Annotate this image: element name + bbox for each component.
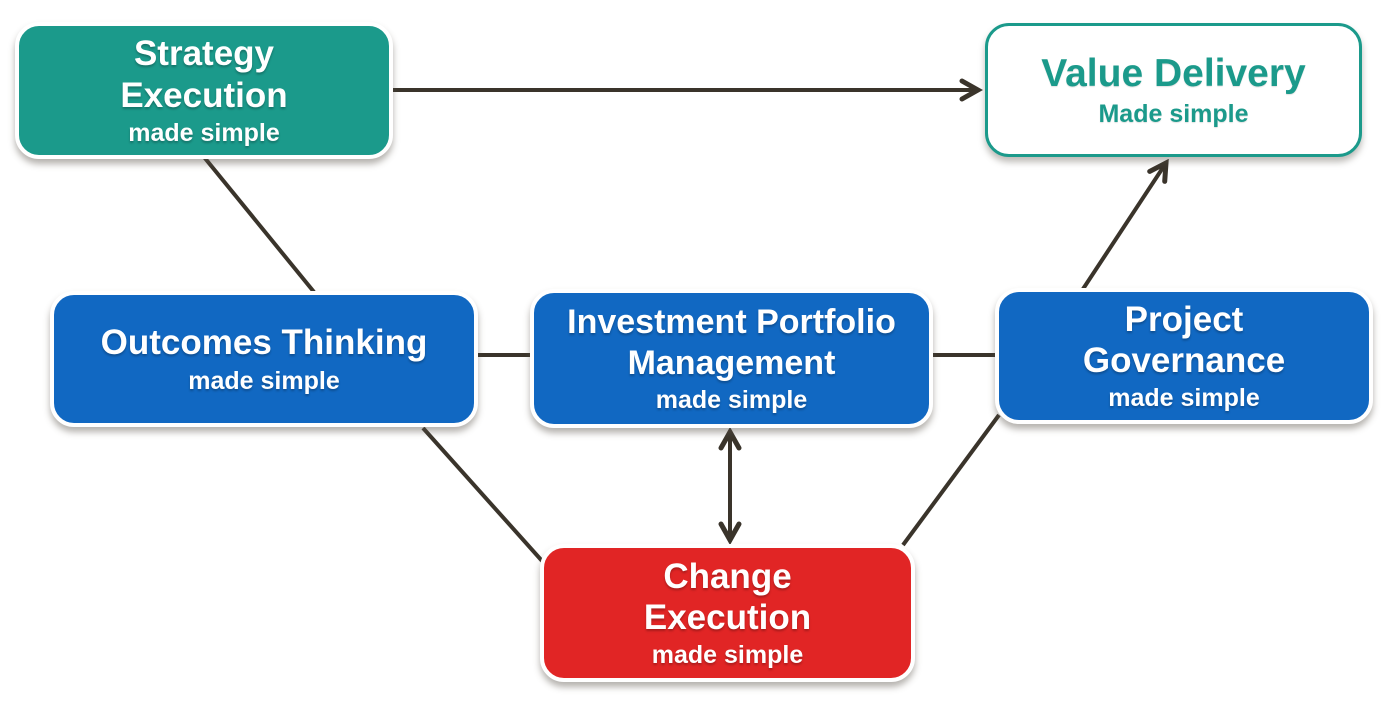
title-line-2: Execution — [643, 598, 812, 637]
node-outcomes-thinking: Outcomes Thinking made simple — [50, 291, 478, 427]
node-value-delivery: Value Delivery Made simple — [985, 23, 1362, 157]
node-title: Value Delivery — [1041, 51, 1306, 97]
edge-outcomes-to-change — [421, 426, 545, 564]
title-line-2: Execution — [120, 75, 288, 115]
edge-strategy-to-outcomes — [202, 155, 316, 294]
title-line-1: Strategy — [133, 34, 275, 74]
node-title: Project Governance — [1083, 299, 1285, 382]
node-investment-portfolio-management: Investment Portfolio Management made sim… — [530, 289, 933, 428]
node-subtitle: made simple — [651, 641, 804, 670]
node-title: Outcomes Thinking — [101, 322, 428, 363]
node-title: Change Execution — [644, 556, 811, 639]
node-subtitle: made simple — [1108, 384, 1260, 413]
title-line-1: Value Delivery — [1041, 51, 1306, 95]
title-line-1: Change — [663, 556, 792, 596]
node-strategy-execution: Strategy Execution made simple — [15, 22, 393, 159]
node-change-execution: Change Execution made simple — [540, 544, 915, 682]
node-title: Strategy Execution — [120, 33, 287, 116]
edge-change-to-governance — [901, 413, 1001, 547]
title-line-1: Outcomes Thinking — [100, 323, 428, 363]
node-title: Investment Portfolio Management — [567, 302, 896, 382]
node-subtitle: made simple — [655, 385, 808, 414]
title-line-1: Investment Portfolio — [567, 303, 896, 342]
edge-governance-to-value-delivery — [1081, 163, 1166, 291]
title-line-1: Project — [1124, 299, 1244, 339]
node-subtitle: made simple — [128, 118, 280, 147]
title-line-2: Governance — [1082, 341, 1286, 380]
node-subtitle: Made simple — [1098, 100, 1249, 128]
node-subtitle: made simple — [188, 366, 340, 395]
title-line-2: Management — [627, 343, 836, 382]
node-project-governance: Project Governance made simple — [995, 288, 1373, 424]
